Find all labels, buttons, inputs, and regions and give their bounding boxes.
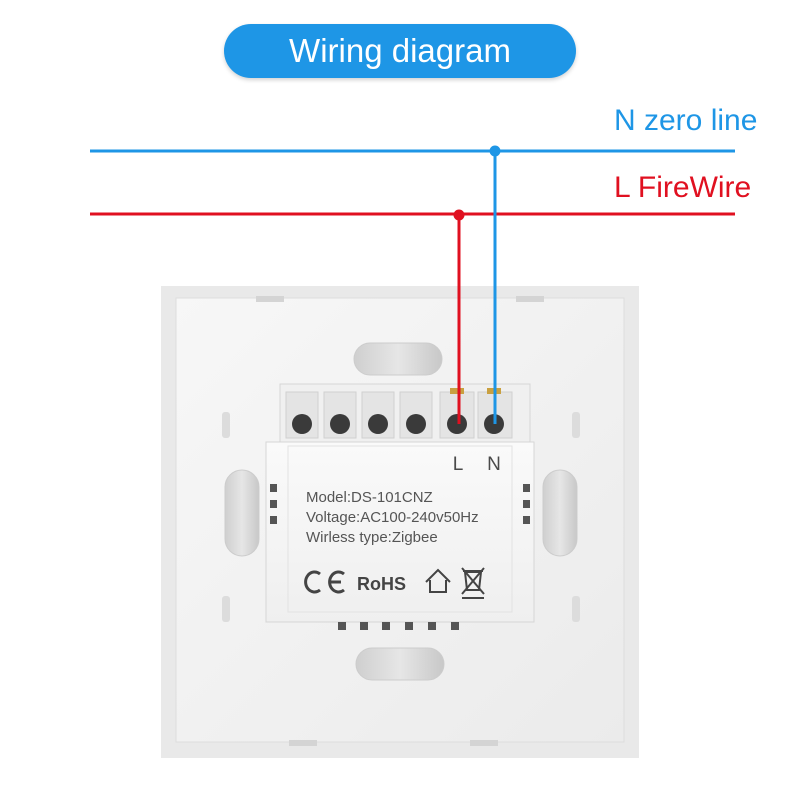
diagram-title: Wiring diagram	[289, 32, 511, 69]
wireless-type-text: Wirless type:Zigbee	[306, 529, 438, 546]
mounting-slot-left	[224, 469, 260, 557]
terminal-screws	[285, 388, 513, 439]
rohs-mark: RoHS	[357, 574, 406, 594]
terminal-l-label: L	[453, 454, 464, 475]
terminal-n-label: N	[487, 454, 501, 475]
model-text: Model:DS-101CNZ	[306, 489, 433, 506]
live-line-label: L FireWire	[614, 171, 752, 204]
neutral-junction-dot	[489, 145, 501, 157]
live-junction-dot	[453, 209, 465, 221]
terminal-l	[439, 388, 475, 439]
switch-module: L N Model:DS-101CNZ Voltage:AC100-240v50…	[265, 383, 535, 630]
house-icon	[425, 568, 451, 593]
mounting-slot-right	[542, 469, 578, 557]
neutral-line-label: N zero line	[614, 104, 758, 137]
voltage-text: Voltage:AC100-240v50Hz	[306, 509, 479, 526]
weee-bin-icon	[461, 567, 485, 599]
ce-mark-icon	[304, 570, 345, 594]
mounting-slot-top	[353, 342, 443, 376]
mounting-slot-bottom	[355, 647, 445, 681]
title-banner: Wiring diagram	[224, 24, 576, 78]
